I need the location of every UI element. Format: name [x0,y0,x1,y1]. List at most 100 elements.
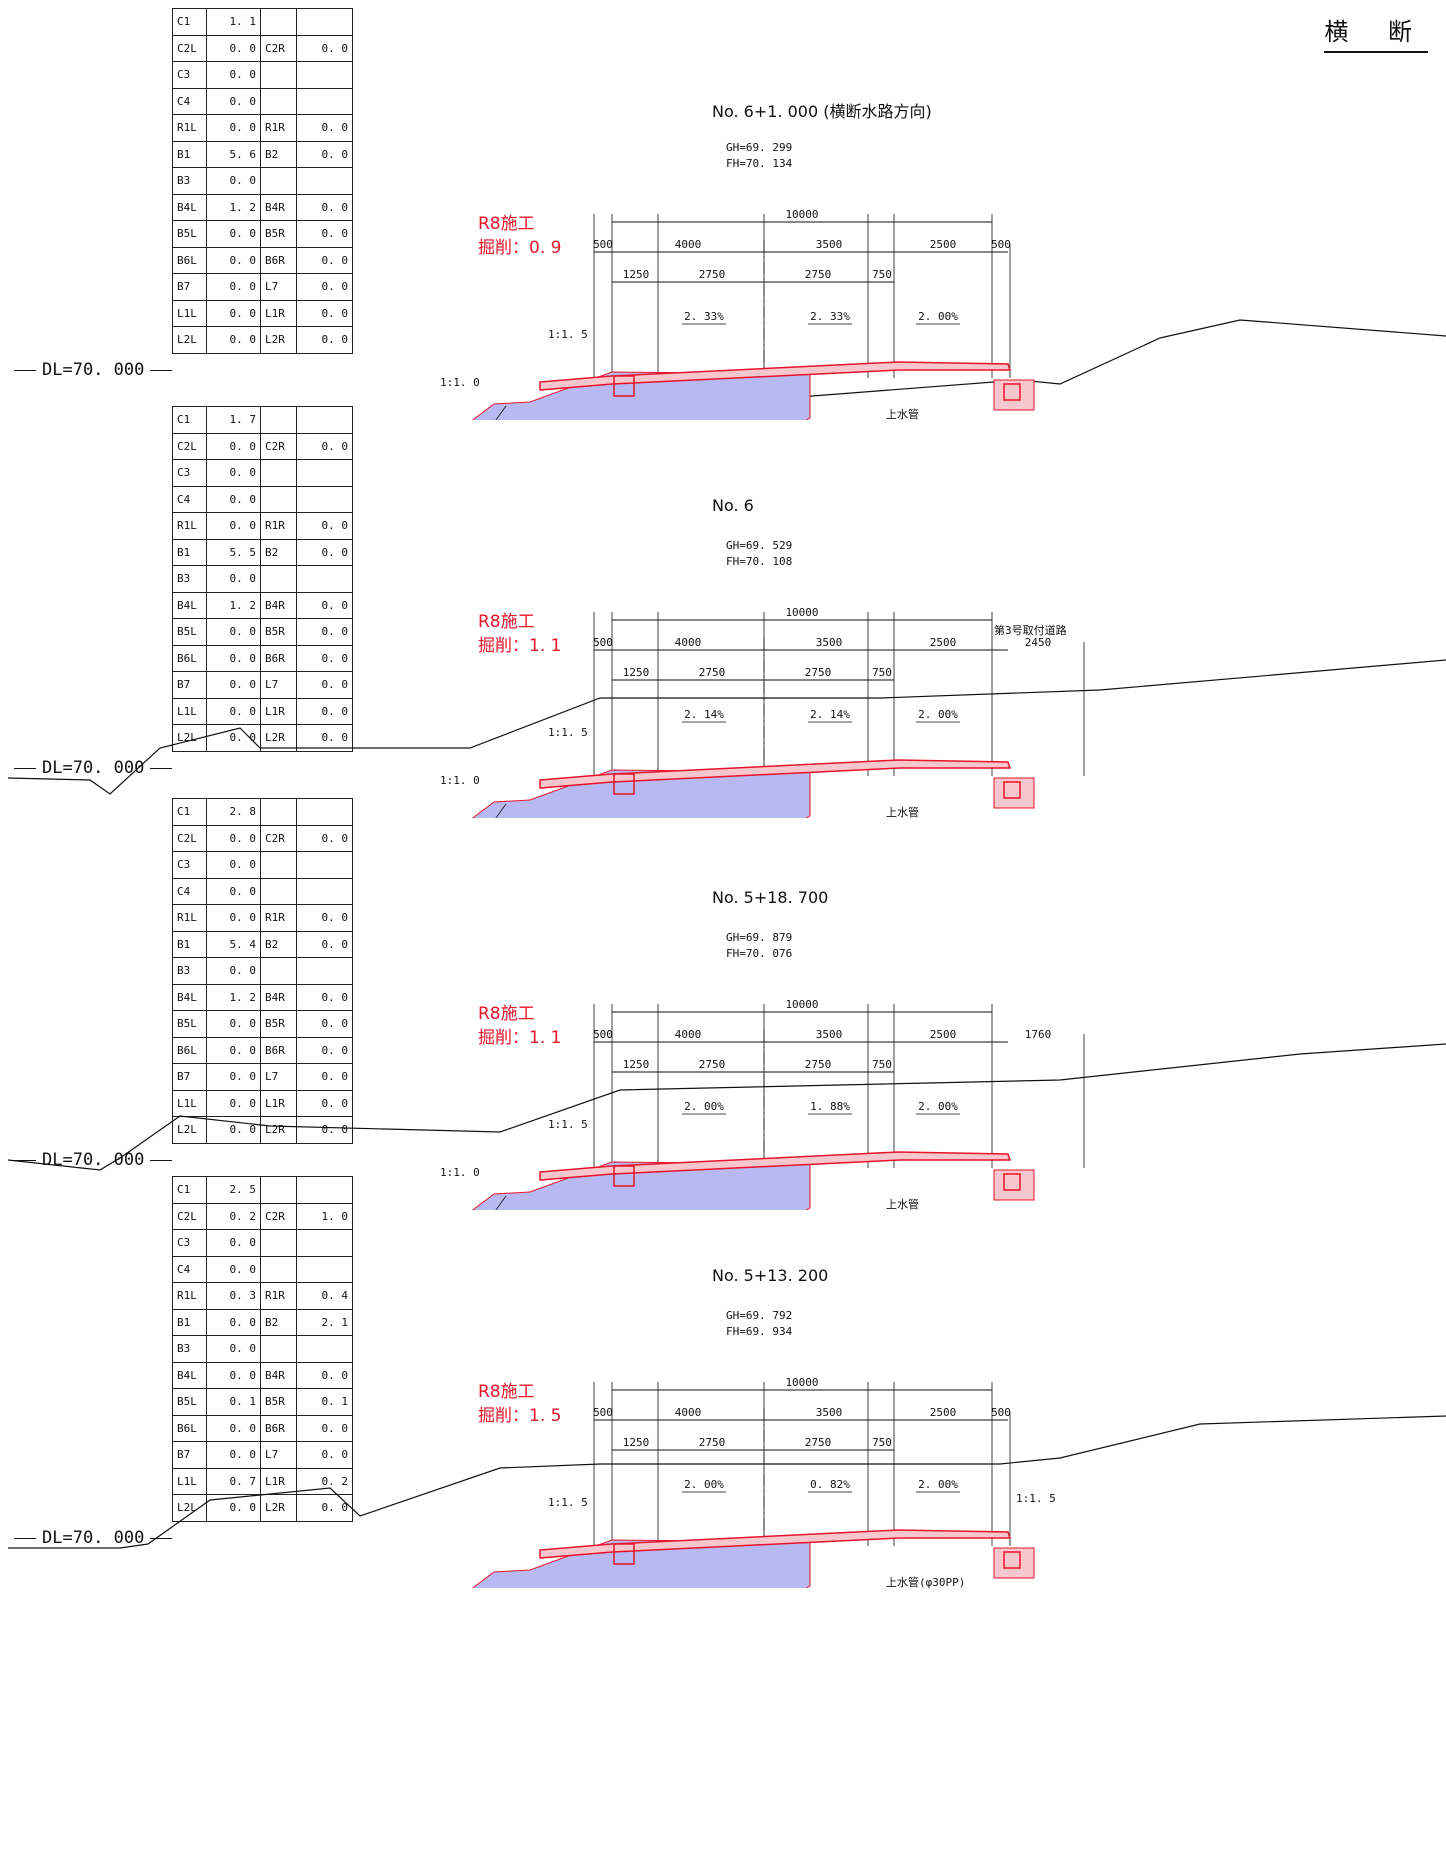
table-cell [260,877,297,905]
table-cell: 0. 0 [296,1361,353,1389]
table-cell: 0. 0 [206,1414,261,1442]
table-cell [260,1255,297,1283]
table-cell: 0. 0 [206,87,261,115]
table-cell: B1 [172,538,207,566]
fh-value: FH=70. 134 [726,157,793,170]
pavement-section [539,759,1012,789]
table-cell: 0. 0 [206,618,261,646]
table-cell: 5. 6 [206,140,261,168]
table-cell: R1R [260,1282,297,1310]
table-cell: L2R [260,724,297,752]
table-cell: 0. 2 [206,1202,261,1230]
table-cell: B4L [172,193,207,221]
dim-label: 2750 [699,268,726,281]
table-cell: C1 [172,8,207,36]
pipe-label: 上水管 [886,1197,919,1210]
sheet-title: 横 断 [1324,12,1428,53]
table-cell [296,957,353,985]
excavation-value: 掘削：1. 1 [478,636,562,656]
table-cell: 0. 0 [206,1361,261,1389]
leader-line [495,1195,507,1210]
r8-excavation-note: R8施工掘削：1. 1 [478,610,561,658]
pavement-section [539,361,1012,391]
table-cell: 0. 0 [296,1116,353,1144]
table-cell: 0. 0 [296,1010,353,1038]
table-cell: B6R [260,1036,297,1064]
table-cell [296,87,353,115]
dim-label: 1250 [623,1436,650,1449]
drainage-box [993,379,1035,411]
datum-level-text: DL=70. 000 [42,758,145,778]
slope-label: 2. 00% [918,708,958,721]
slope-label: 2. 00% [918,1100,958,1113]
table-cell [296,1176,353,1204]
table-cell: 0. 1 [296,1388,353,1416]
r8-excavation-note: R8施工掘削：0. 9 [478,212,561,260]
slope-ratio-label: 1:1. 0 [440,376,480,389]
table-cell: 0. 0 [206,904,261,932]
table-cell: 0. 0 [296,724,353,752]
table-cell [296,406,353,434]
table-cell: B3 [172,1335,207,1363]
drainage-box-inner [1003,781,1021,799]
table-cell: 0. 0 [206,1255,261,1283]
dim-label: 10000 [785,998,818,1011]
table-cell: B5L [172,220,207,248]
dim-label: 500 [593,238,613,251]
table-cell: L1R [260,697,297,725]
dim-label: 1250 [623,1058,650,1071]
gh-value: GH=69. 879 [726,931,793,944]
table-cell [296,167,353,195]
table-cell: 0. 0 [206,114,261,142]
table-cell: 0. 0 [206,1036,261,1064]
table-cell: 0. 7 [206,1467,261,1495]
table-cell: B7 [172,273,207,301]
slope-ratio-label: 1:1. 5 [548,328,588,341]
table-cell: L2L [172,1116,207,1144]
slope-label: 2. 00% [684,1100,724,1113]
table-cell: 0. 0 [296,326,353,354]
table-cell: 0. 0 [296,1441,353,1469]
datum-level: DL=70. 000 [8,758,178,778]
table-cell: 0. 0 [206,1494,261,1522]
dim-label: 1760 [1025,1028,1052,1041]
table-cell [260,1176,297,1204]
dim-label: 2750 [699,1058,726,1071]
table-cell: 0. 0 [206,1116,261,1144]
dim-label: 2750 [699,666,726,679]
table-cell [296,1335,353,1363]
table-cell: B1 [172,930,207,958]
table-cell: C3 [172,61,207,89]
fh-value: FH=69. 934 [726,1325,793,1338]
table-cell: 0. 0 [206,644,261,672]
drainage-box-inner [1003,383,1021,401]
access-road-label: 第3号取付道路 [994,623,1067,637]
table-cell: 0. 0 [296,246,353,274]
drainage-box [993,1169,1035,1201]
fh-value: FH=70. 108 [726,555,793,568]
r8-excavation-note: R8施工掘削：1. 1 [478,1002,561,1050]
existing-ground-line [534,319,1446,420]
table-cell: 0. 0 [206,1308,261,1336]
table-cell: 2. 5 [206,1176,261,1204]
table-cell [296,61,353,89]
excavation-value: 掘削：1. 5 [478,1406,562,1426]
table-cell: C2L [172,824,207,852]
